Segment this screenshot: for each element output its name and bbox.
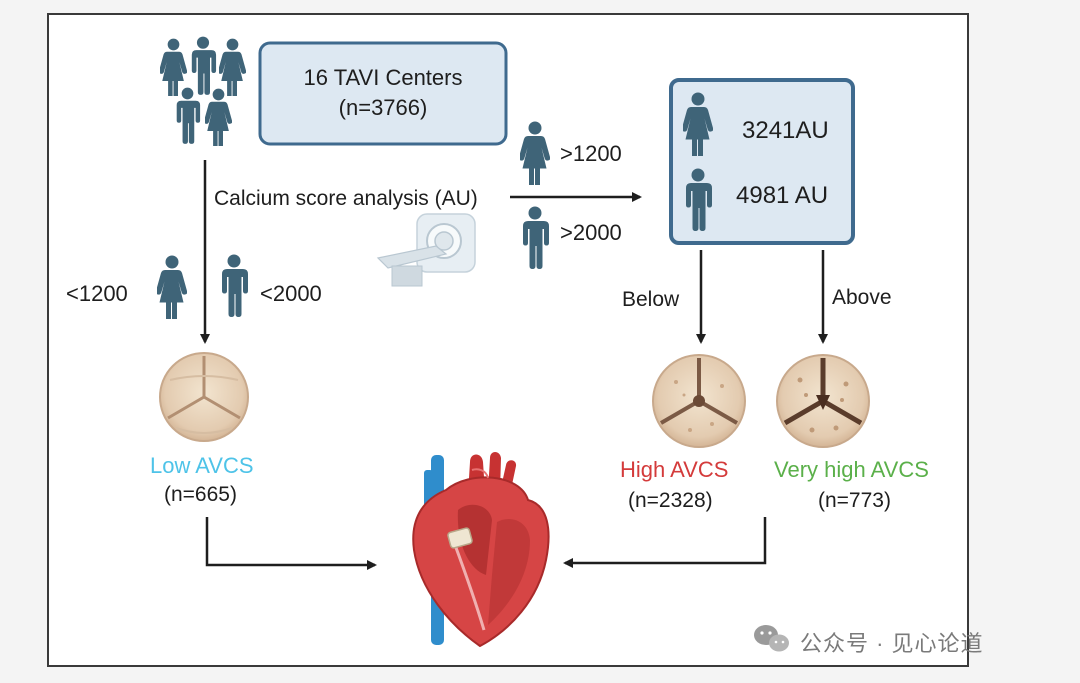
below-label: Below bbox=[622, 288, 680, 311]
very-high-avcs-count: (n=773) bbox=[818, 489, 891, 512]
high-avcs-label: High AVCS bbox=[620, 457, 729, 482]
very-high-avcs-label: Very high AVCS bbox=[774, 457, 929, 482]
analysis-label: Calcium score analysis (AU) bbox=[214, 187, 478, 210]
threshold-male-high: >2000 bbox=[560, 220, 622, 245]
threshold-male-low: <2000 bbox=[260, 281, 322, 306]
male-icon bbox=[222, 254, 248, 317]
arrow-high-to-heart bbox=[563, 517, 767, 568]
population-icon bbox=[160, 36, 246, 146]
cutoff-box bbox=[669, 78, 855, 245]
high-avcs-count: (n=2328) bbox=[628, 489, 713, 512]
female-icon bbox=[157, 255, 187, 319]
centers-box-text: 16 TAVI Centers (n=3766) bbox=[260, 63, 506, 123]
valve-low-icon bbox=[159, 352, 249, 442]
wechat-icon bbox=[754, 625, 789, 652]
centers-box-count: (n=3766) bbox=[338, 95, 428, 120]
male-icon bbox=[523, 206, 549, 269]
heart-icon bbox=[412, 452, 550, 648]
low-avcs-label: Low AVCS bbox=[150, 453, 254, 478]
valve-very-high-icon bbox=[776, 354, 870, 448]
valve-high-icon bbox=[652, 354, 746, 448]
threshold-female-high: >1200 bbox=[560, 141, 622, 166]
female-icon bbox=[520, 121, 550, 185]
ct-scanner-icon bbox=[376, 213, 476, 287]
low-avcs-count: (n=665) bbox=[164, 483, 237, 506]
arrow-low-to-heart bbox=[205, 517, 377, 570]
threshold-female-low: <1200 bbox=[66, 281, 128, 306]
watermark-text: 公众号 · 见心论道 bbox=[800, 631, 984, 656]
above-label: Above bbox=[832, 286, 892, 309]
cutoff-male-value: 4981 AU bbox=[736, 182, 829, 209]
cutoff-female-value: 3241AU bbox=[742, 117, 829, 144]
centers-box-title: 16 TAVI Centers bbox=[303, 65, 463, 90]
flow-arrows bbox=[200, 160, 828, 570]
centers-box bbox=[258, 41, 508, 146]
